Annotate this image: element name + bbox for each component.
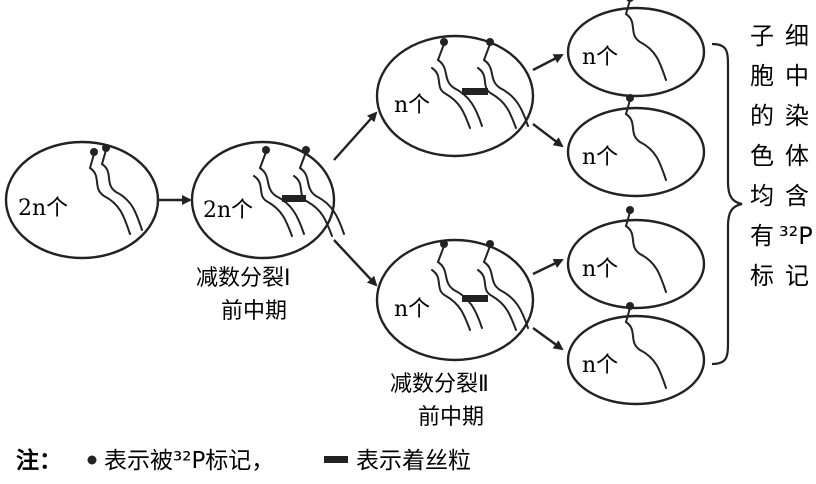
side-col2-1: 中 <box>785 62 809 90</box>
stage-meiosis-2-phase: 前中期 <box>418 405 484 430</box>
side-col2-0: 细 <box>785 22 809 50</box>
arrow-mi-to-mii-bottom <box>333 239 378 287</box>
mi-cell-count: 2n个 <box>203 198 253 223</box>
centromere-mii-bottom <box>462 295 488 302</box>
note-prefix: 注： <box>16 447 62 474</box>
side-col2-3: 体 <box>785 142 809 170</box>
arrow-bottom-to-d3 <box>532 258 564 276</box>
daughter-cell-3: n个 <box>566 205 706 310</box>
centromere-mii-top <box>462 88 488 95</box>
daughter-1-count: n个 <box>582 45 618 70</box>
note-dot-meaning: 表示被³²P标记， <box>104 448 274 474</box>
side-col1-5: 有 <box>750 222 774 250</box>
daughter-3-count: n个 <box>582 257 618 282</box>
side-col2-6: 记 <box>785 262 809 290</box>
daughter-cell-1: n个 <box>566 0 706 98</box>
side-col2-4: 含 <box>785 182 809 210</box>
mii-top-count: n个 <box>394 93 430 118</box>
arrow-top-to-d1 <box>532 53 564 72</box>
parent-cell: 2n个 <box>4 140 160 260</box>
daughter-2-count: n个 <box>582 145 618 170</box>
note-bar-meaning: 表示着丝粒 <box>356 448 471 474</box>
mii-bottom-count: n个 <box>394 297 430 322</box>
side-col1-6: 标 <box>750 262 774 290</box>
parent-cell-count: 2n个 <box>18 196 68 221</box>
side-col1-0: 子 <box>750 22 774 50</box>
centromere-mi <box>282 195 306 202</box>
side-col1-4: 均 <box>750 182 774 210</box>
side-label: 子 胞 的 色 均 有 标 细 中 染 体 含 ³²P 记 <box>750 22 813 290</box>
meiosis-2-bottom-cell: n个 <box>375 238 535 362</box>
side-col1-1: 胞 <box>750 62 774 90</box>
side-col1-3: 色 <box>750 142 774 170</box>
grouping-brace <box>711 42 743 366</box>
arrow-mi-to-mii-top <box>333 111 378 161</box>
arrow-bottom-to-d4 <box>532 327 564 351</box>
legend-note: 注： 表示被³²P标记， 表示着丝粒 <box>16 447 471 474</box>
side-col2-5: ³²P <box>779 222 813 250</box>
stage-meiosis-1: 减数分裂Ⅰ <box>196 266 291 291</box>
daughter-cell-2: n个 <box>566 93 706 198</box>
arrow-top-to-d2 <box>532 123 564 148</box>
legend-bar-icon <box>324 456 348 463</box>
daughter-4-count: n个 <box>582 353 618 378</box>
side-col2-2: 染 <box>785 102 809 130</box>
meiosis-2-top-cell: n个 <box>375 34 535 158</box>
daughter-cell-4: n个 <box>566 301 706 406</box>
legend-dot-icon <box>87 455 97 465</box>
stage-meiosis-1-phase: 前中期 <box>221 299 287 324</box>
stage-meiosis-2: 减数分裂Ⅱ <box>390 372 489 397</box>
side-col1-2: 的 <box>750 102 774 130</box>
meiosis-1-cell: 2n个 <box>190 140 345 260</box>
